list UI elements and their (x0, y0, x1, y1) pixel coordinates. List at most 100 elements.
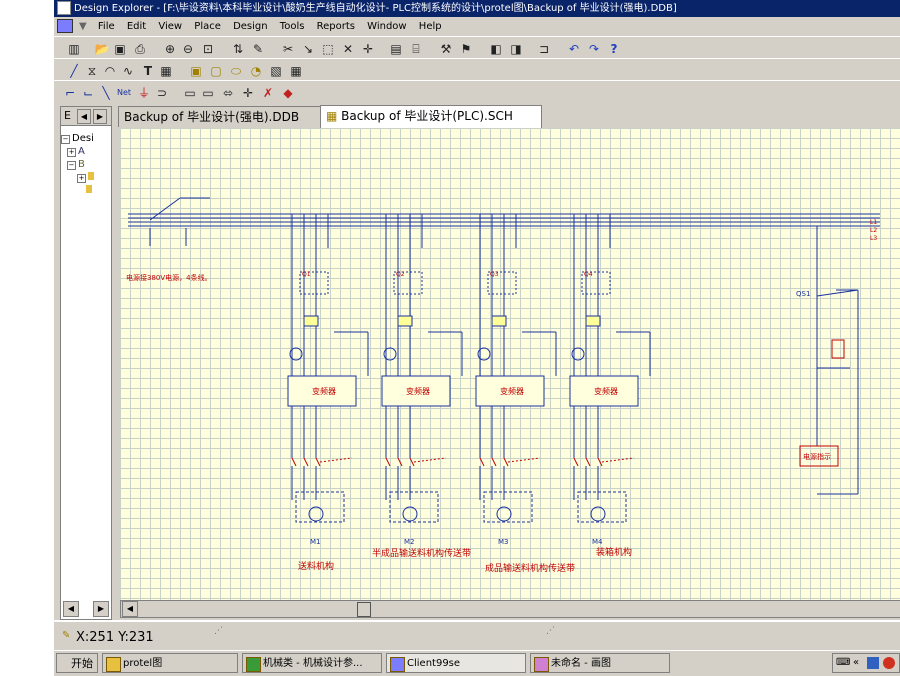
compile-icon[interactable]: ⚑ (460, 42, 472, 56)
menu-edit[interactable]: Edit (126, 21, 147, 32)
library-icon[interactable]: ▤ (390, 42, 402, 56)
round-rect-icon[interactable]: ▢ (210, 64, 222, 78)
arc-icon[interactable]: ◠ (104, 64, 116, 78)
save-icon[interactable]: ▣ (114, 42, 126, 56)
task-protel-folder[interactable]: protel图 (102, 653, 238, 673)
paste-icon[interactable]: ↘ (302, 42, 314, 56)
tool-c-icon[interactable]: ⊐ (538, 42, 550, 56)
sensor-symbol (383, 347, 397, 361)
rectangle-icon[interactable]: ▣ (190, 64, 202, 78)
polygon-icon[interactable]: ⧖ (87, 64, 97, 78)
deselect-icon[interactable]: ✕ (342, 42, 354, 56)
tree-root[interactable]: −Desi (61, 133, 94, 144)
arrow-left-icon[interactable]: ◀ (77, 109, 91, 124)
array-icon[interactable]: ▦ (290, 64, 302, 78)
motor-label: M4 (592, 538, 603, 546)
text-icon[interactable]: T (143, 64, 153, 78)
zoom-fit-icon[interactable]: ⊡ (202, 42, 214, 56)
tree-subitem[interactable] (61, 184, 111, 197)
move-icon[interactable]: ✛ (362, 42, 374, 56)
task-client99se[interactable]: Client99se (386, 653, 526, 673)
print-icon[interactable]: ⎙ (135, 42, 145, 56)
open-icon[interactable]: 📂 (94, 42, 110, 56)
ellipse-icon[interactable]: ⬭ (230, 64, 242, 78)
inverter-box (287, 375, 357, 407)
tab-ddb[interactable]: Backup of 毕业设计(强电).DDB (118, 106, 328, 127)
keyboard-icon[interactable]: ⌨ (836, 657, 851, 668)
network-icon[interactable] (867, 657, 879, 669)
pcb-layout-icon[interactable]: ◆ (283, 86, 293, 100)
menu-help[interactable]: Help (418, 21, 442, 32)
explorer-toggle-icon[interactable]: ▥ (68, 42, 80, 56)
bus-icon[interactable]: ⌙ (82, 86, 94, 100)
arrow-right-icon[interactable]: ▶ (93, 109, 107, 124)
chevron-left-icon[interactable]: « (853, 657, 860, 668)
zoom-in-icon[interactable]: ⊕ (164, 42, 176, 56)
bus-entry-icon[interactable]: ╲ (102, 86, 110, 100)
document-icon[interactable] (57, 19, 73, 33)
menu-tools[interactable]: Tools (279, 21, 305, 32)
browse-icon[interactable]: ⌸ (412, 42, 420, 56)
menu-design[interactable]: Design (233, 21, 268, 32)
tool-b-icon[interactable]: ◨ (510, 42, 522, 56)
image-icon[interactable]: ▧ (270, 64, 282, 78)
power-port-icon[interactable]: ⏚ (137, 86, 150, 100)
net-label-icon[interactable]: Net (116, 88, 132, 97)
scroll-left-button[interactable]: ◀ (63, 601, 79, 617)
menu-window[interactable]: Window (367, 21, 407, 32)
scroll-thumb[interactable] (357, 602, 371, 617)
scroll-right-button[interactable]: ▶ (93, 601, 109, 617)
probe-icon[interactable]: ✎ (252, 42, 264, 56)
paint-icon (534, 657, 549, 672)
arrow-down-icon[interactable]: ▼ (79, 21, 87, 32)
wrench-icon[interactable]: ⚒ (440, 42, 452, 56)
text-frame-icon[interactable]: ▦ (160, 64, 172, 78)
breaker-symbol (581, 271, 611, 295)
select-icon[interactable]: ⬚ (322, 42, 334, 56)
collapse-icon[interactable]: − (61, 135, 70, 144)
messenger-icon[interactable] (883, 657, 895, 669)
menu-view[interactable]: View (158, 21, 183, 32)
sensor-symbol (571, 347, 585, 361)
hierarchy-icon[interactable]: ⇅ (232, 42, 244, 56)
collapse-icon[interactable]: − (67, 161, 76, 170)
breaker-label: Q2 (396, 271, 405, 278)
bus-end-label: L3 (870, 235, 877, 242)
sheet-symbol-icon[interactable]: ▭ (184, 86, 196, 100)
help-icon[interactable]: ? (610, 42, 618, 56)
menu-file[interactable]: File (97, 21, 115, 32)
project-tree: −Desi +A −B + (61, 132, 111, 197)
line-icon[interactable]: ╱ (70, 64, 78, 78)
tree-item-b[interactable]: −B (67, 159, 85, 170)
bezier-icon[interactable]: ∿ (122, 64, 134, 78)
pie-icon[interactable]: ◔ (250, 64, 262, 78)
inverter-box (475, 375, 545, 407)
inverter-box (569, 375, 639, 407)
tab-sch[interactable]: ▦ Backup of 毕业设计(PLC).SCH (320, 105, 542, 128)
expand-icon[interactable]: + (67, 148, 76, 157)
menu-reports[interactable]: Reports (316, 21, 355, 32)
undo-icon[interactable]: ↶ (568, 42, 580, 56)
sheet-entry-icon[interactable]: ▭ (202, 86, 214, 100)
task-paint[interactable]: 未命名 - 画图 (530, 653, 670, 673)
task-browser[interactable]: 机械类 - 机械设计参... (242, 653, 382, 673)
junction-icon[interactable]: ✛ (242, 86, 254, 100)
cut-icon[interactable]: ✂ (282, 42, 294, 56)
port-icon[interactable]: ⬄ (222, 86, 234, 100)
scroll-left-button[interactable]: ◀ (122, 601, 138, 617)
wire-icon[interactable]: ⌐ (64, 86, 76, 100)
tree-item-a[interactable]: +A (67, 146, 85, 157)
zoom-out-icon[interactable]: ⊖ (182, 42, 194, 56)
explorer-tab-label[interactable]: E (64, 109, 71, 122)
menu-place[interactable]: Place (194, 21, 221, 32)
tool-a-icon[interactable]: ◧ (490, 42, 502, 56)
redo-icon[interactable]: ↷ (588, 42, 600, 56)
start-button[interactable]: 开始 (56, 653, 98, 673)
sensor-symbol (477, 347, 491, 361)
tree-subitem[interactable]: + (61, 171, 111, 184)
horizontal-scrollbar[interactable]: ◀ (120, 600, 900, 618)
part-icon[interactable]: ⊃ (156, 86, 168, 100)
no-erc-icon[interactable]: ✗ (262, 86, 274, 100)
expand-icon[interactable]: + (77, 174, 86, 183)
